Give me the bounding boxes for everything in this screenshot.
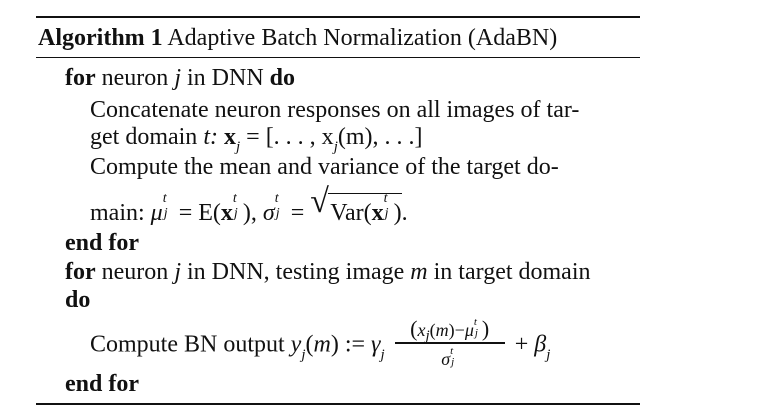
for-loop-1-header: for neuron j in DNN do xyxy=(65,66,295,90)
for-loop-2-header: for neuron j in DNN, testing image m in … xyxy=(65,260,591,284)
step-3-prefix: Compute BN output xyxy=(90,331,285,358)
beta-symbol: β xyxy=(534,331,547,358)
end-for-1: end for xyxy=(65,230,139,256)
y-symbol: y xyxy=(290,331,302,358)
bottom-rule xyxy=(36,403,640,405)
target-domain-var: t: xyxy=(203,124,218,150)
mu-symbol: μ xyxy=(150,200,163,226)
caption-rule xyxy=(36,57,640,58)
top-rule xyxy=(36,16,640,18)
math-bold-x: x xyxy=(223,124,236,150)
loop-2-text: neuron xyxy=(101,259,169,285)
loop-text: neuron xyxy=(101,65,169,91)
math-bold-x-2: x xyxy=(220,200,233,226)
end-for-2: end for xyxy=(65,371,139,397)
algorithm-block: Algorithm 1 Adaptive Batch Normalization… xyxy=(36,16,640,406)
variance-op: Var( xyxy=(330,200,372,226)
algorithm-label: Algorithm 1 xyxy=(38,25,163,51)
assign-op: := xyxy=(344,331,366,358)
sigma-symbol: σ xyxy=(262,200,275,226)
loop-2-variable: j xyxy=(174,259,181,285)
loop-2-mid: in DNN, testing image xyxy=(186,259,405,285)
keyword-do-2: do xyxy=(65,287,91,313)
subscript-j: j xyxy=(235,139,241,155)
loop-variable: j xyxy=(174,65,181,91)
image-variable: m xyxy=(410,259,428,285)
gamma-symbol: γ xyxy=(371,331,381,358)
step-1-tail: (m), . . .] xyxy=(337,124,423,150)
step-2-prefix: main: xyxy=(90,200,145,226)
loop-2-tail: in target domain xyxy=(433,259,591,285)
subscript-j-2: j xyxy=(333,139,338,155)
step-2-line-1: Compute the mean and variance of the tar… xyxy=(90,154,559,180)
keyword-for-2: for xyxy=(65,259,96,285)
y-subscript: j xyxy=(301,346,306,363)
beta-subscript: j xyxy=(546,346,551,363)
expectation-op: = E( xyxy=(178,200,221,226)
y-arg: (m) xyxy=(305,331,339,358)
step-1-line-1: Concatenate neuron responses on all imag… xyxy=(90,97,580,123)
algorithm-caption: Algorithm 1 Adaptive Batch Normalization… xyxy=(38,26,557,50)
step-1-eq: = [. . . , x xyxy=(246,124,334,150)
fraction-bar xyxy=(394,342,505,344)
keyword-do: do xyxy=(269,65,296,91)
algorithm-title: Adaptive Batch Normalization (AdaBN) xyxy=(167,25,558,51)
gamma-subscript: j xyxy=(380,346,385,363)
radical-sign: √ xyxy=(310,183,329,220)
keyword-for: for xyxy=(65,65,96,91)
step-1-line-2: get domain t: xj = [. . . , xj(m), . . .… xyxy=(90,124,423,155)
step-1-line-2-prefix: get domain xyxy=(90,124,198,150)
loop-domain: in DNN xyxy=(186,65,264,91)
